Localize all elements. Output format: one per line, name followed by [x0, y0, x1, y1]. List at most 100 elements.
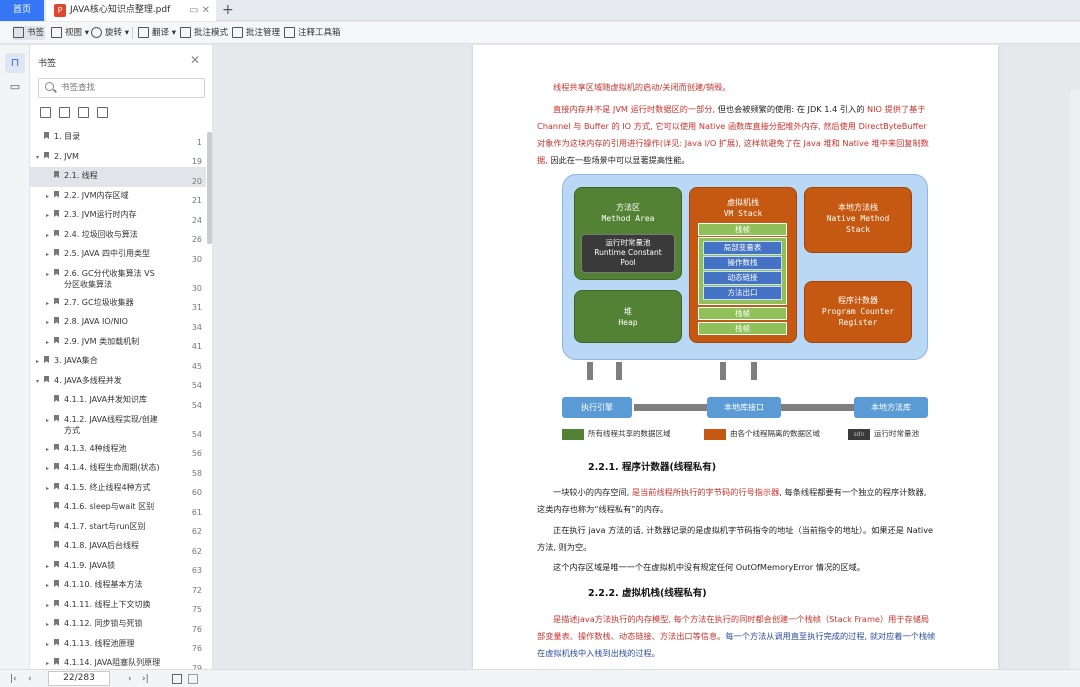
annotate-mode-button[interactable]: 批注模式 [180, 26, 228, 40]
bookmark-search[interactable] [38, 78, 205, 98]
expand-toggle-icon[interactable]: ▸ [36, 358, 40, 365]
bookmark-button[interactable]: 书签 [13, 26, 45, 40]
prev-page-button[interactable]: ‹ [28, 674, 32, 684]
bookmark-page: 34 [191, 322, 202, 332]
expand-all-icon[interactable] [40, 107, 51, 118]
bookmark-label: 4.1.14. JAVA阻塞队列原理 [64, 658, 161, 667]
bookmark-icon [54, 229, 59, 237]
expand-toggle-icon[interactable]: ▸ [46, 465, 50, 472]
bookmark-label: 4.1.9. JAVA锁 [64, 560, 116, 570]
first-page-button[interactable]: |‹ [10, 674, 17, 684]
expand-toggle-icon[interactable]: ▸ [46, 445, 50, 453]
bookmark-page: 54 [191, 429, 202, 439]
expand-toggle-icon[interactable]: ▸ [46, 231, 50, 239]
pdf-icon: P [54, 4, 66, 17]
bookmark-page: 45 [191, 361, 202, 371]
expand-toggle-icon[interactable]: ▸ [46, 582, 50, 589]
expand-toggle-icon[interactable]: ▸ [46, 484, 50, 492]
expand-toggle-icon[interactable]: ▾ [36, 377, 40, 385]
expand-toggle-icon[interactable]: ▸ [46, 251, 50, 258]
bookmark-icon [54, 190, 59, 198]
bookmark-icon [54, 336, 59, 344]
bookmark-page: 41 [191, 342, 202, 351]
rotate-icon [91, 27, 102, 38]
expand-toggle-icon[interactable]: ▸ [46, 270, 50, 278]
tab-close-icon[interactable]: ▭ ✕ [188, 5, 210, 16]
expand-toggle-icon[interactable]: ▸ [46, 212, 50, 219]
bookmark-search-input[interactable] [61, 81, 201, 95]
add-bookmark-icon[interactable] [78, 107, 89, 118]
paragraph: 直接内存并不是 JVM 运行时数据区的一部分, 但也会被频繁的使用: 在 JDK… [537, 104, 929, 165]
expand-toggle-icon[interactable]: ▸ [46, 660, 50, 667]
bookmark-icon [54, 502, 59, 509]
annotation-toolbox-button[interactable]: 注释工具箱 [284, 26, 341, 40]
translate-button[interactable]: 翻译 ▾ [138, 26, 176, 40]
expand-toggle-icon[interactable]: ▸ [46, 338, 50, 346]
tab-home[interactable]: 首页 [0, 0, 44, 21]
annotation-manager-button[interactable]: 批注管理 [232, 26, 280, 40]
fit-width-icon[interactable] [188, 674, 198, 684]
expand-toggle-icon[interactable]: ▸ [46, 192, 50, 200]
delete-bookmark-icon[interactable] [97, 107, 108, 118]
expand-toggle-icon[interactable]: ▾ [36, 153, 40, 161]
tab-document[interactable]: P JAVA核心知识点整理.pdf ▭ ✕ [46, 0, 216, 21]
stack-frame: 栈帧 [698, 223, 787, 236]
bookmark-panel-icon[interactable]: ⊓ [5, 53, 25, 73]
expand-toggle-icon[interactable]: ▸ [46, 416, 50, 424]
bookmark-page: 54 [191, 381, 202, 390]
bookmark-icon [54, 482, 59, 490]
collapse-all-icon[interactable] [59, 107, 70, 118]
bookmark-label: 2.2. JVM内存区域 [64, 190, 129, 200]
bookmark-item[interactable]: ▸4.1.4. 线程生命周期(状态)58 [30, 459, 206, 479]
expand-toggle-icon[interactable]: ▸ [46, 299, 50, 307]
close-icon[interactable]: ✕ [189, 53, 200, 67]
expand-toggle-icon[interactable]: ▸ [46, 640, 50, 648]
expand-toggle-icon[interactable]: ▸ [46, 319, 50, 326]
page-number-input[interactable]: 22/283 [48, 671, 110, 686]
legend-swatch [704, 428, 726, 440]
last-page-button[interactable]: ›| [142, 674, 149, 684]
view-button[interactable]: 视图 ▾ [51, 26, 89, 40]
expand-toggle-icon[interactable]: ▸ [46, 621, 50, 628]
panel-scrollbar[interactable] [207, 132, 212, 244]
expand-toggle-icon[interactable]: ▸ [46, 562, 50, 570]
bookmark-page: 24 [191, 215, 202, 225]
fit-page-icon[interactable] [172, 674, 182, 684]
bookmark-page: 60 [191, 488, 202, 497]
next-page-button[interactable]: › [128, 674, 132, 684]
document-area: 线程共享区域随虚拟机的启动/关闭而创建/销毁。 直接内存并不是 JVM 运行时数… [214, 45, 1080, 669]
new-tab-button[interactable]: + [222, 2, 234, 18]
rotate-button[interactable]: 旋转 ▾ [91, 26, 129, 40]
document-scrollbar[interactable] [1070, 90, 1080, 669]
comment-panel-icon[interactable]: ▭ [9, 80, 21, 93]
expand-toggle-icon[interactable]: ▸ [46, 601, 50, 609]
